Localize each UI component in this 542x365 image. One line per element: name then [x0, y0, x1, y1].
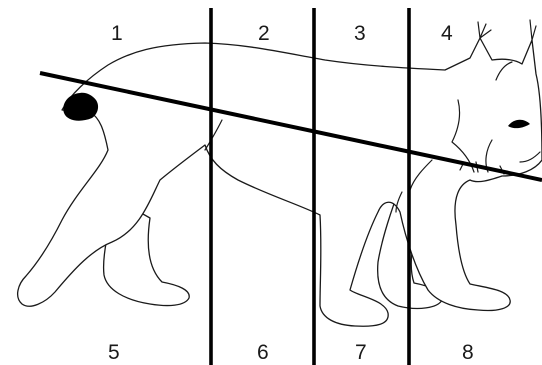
region-number-6: 6: [257, 341, 269, 364]
tail-tip: [63, 93, 98, 121]
region-number-3: 3: [354, 22, 366, 45]
region-number-5: 5: [108, 341, 120, 364]
region-number-2: 2: [258, 22, 270, 45]
lynx-figure: [18, 20, 542, 326]
ear-tuft-left: [478, 22, 491, 38]
region-number-4: 4: [441, 22, 453, 45]
region-number-8: 8: [462, 341, 474, 364]
region-number-7: 7: [355, 341, 367, 364]
ear-tuft-right: [530, 20, 536, 40]
region-number-1: 1: [111, 22, 123, 45]
lynx-body: [18, 38, 542, 326]
